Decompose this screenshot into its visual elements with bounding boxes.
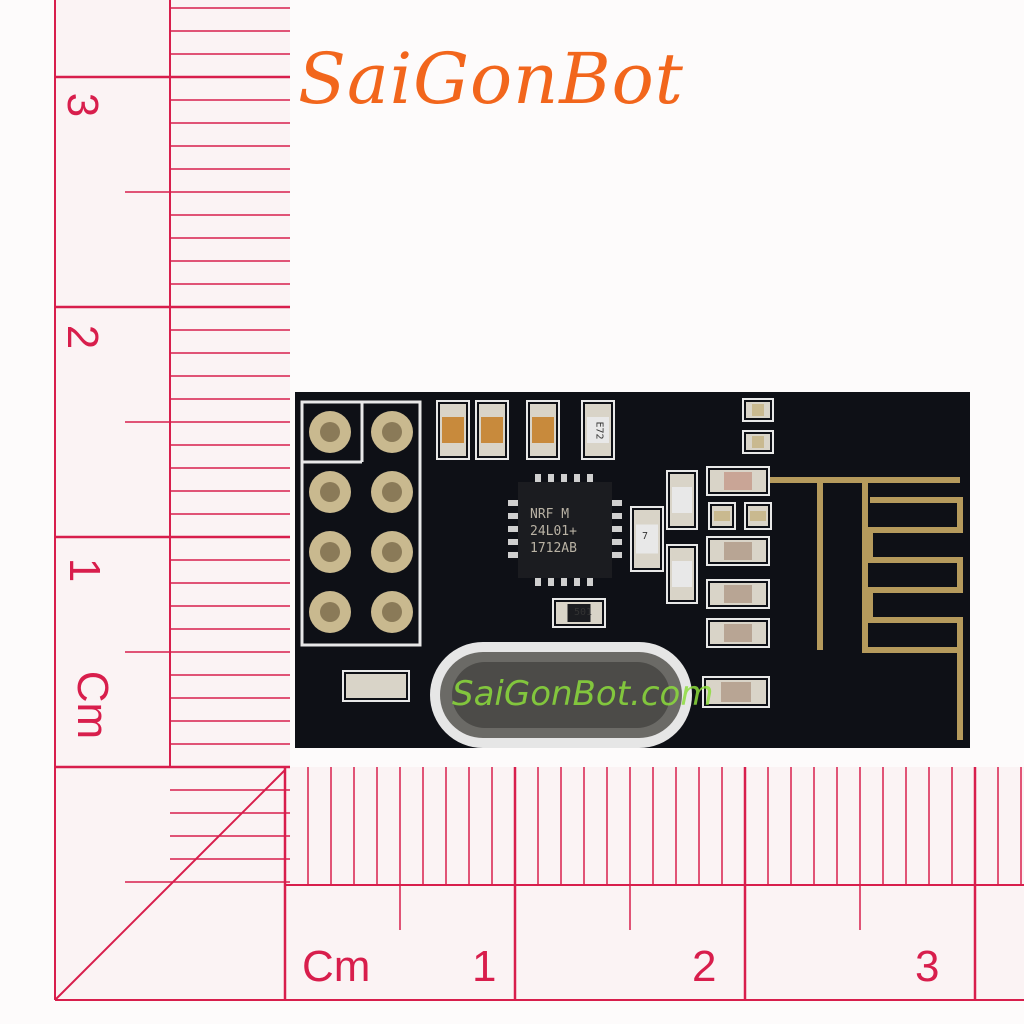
rf-chip xyxy=(518,482,612,578)
component-body xyxy=(532,417,554,443)
component-outline xyxy=(742,430,774,454)
component-body xyxy=(567,604,591,622)
component-body xyxy=(442,417,464,443)
chip-pin xyxy=(508,526,520,532)
component-body xyxy=(587,417,609,443)
component-outline xyxy=(630,506,664,572)
header-pin-hole xyxy=(382,542,402,562)
header-pin-hole xyxy=(382,482,402,502)
component-outline xyxy=(526,400,560,460)
ruler-h-label-1: 1 xyxy=(472,942,497,991)
chip-pin xyxy=(535,474,541,484)
ruler-h-label-cm: Cm xyxy=(302,942,371,991)
chip-pin xyxy=(548,576,554,586)
ruler-h-label-3: 3 xyxy=(915,942,940,991)
chip-pin xyxy=(574,474,580,484)
component-body xyxy=(672,561,692,587)
header-pin-hole xyxy=(382,422,402,442)
cap2-code: E72 xyxy=(593,421,605,440)
ruler-v-label-2: 2 xyxy=(58,324,108,350)
chip-pin xyxy=(508,539,520,545)
component-outline xyxy=(436,400,470,460)
component-outline xyxy=(744,502,772,530)
component-body xyxy=(724,624,752,642)
header-pin-hole xyxy=(320,542,340,562)
chip-line-3: 1712AB xyxy=(530,541,577,556)
ruler-diagonal xyxy=(54,769,286,1001)
chip-pin xyxy=(548,474,554,484)
crystal-top xyxy=(452,662,670,728)
header-pin-hole xyxy=(320,602,340,622)
component-outline xyxy=(581,400,615,460)
pcb-antenna xyxy=(770,477,963,740)
component-outline xyxy=(552,598,606,628)
component-body xyxy=(636,524,658,554)
component-outline xyxy=(702,676,770,708)
component-body xyxy=(361,676,391,696)
component-outline xyxy=(342,670,410,702)
chip-pin xyxy=(587,576,593,586)
header-pin-hole xyxy=(320,482,340,502)
header-pin-hole xyxy=(320,422,340,442)
ruler-horizontal xyxy=(55,767,1024,1000)
component-body xyxy=(750,511,766,521)
component-outline xyxy=(706,536,770,566)
brand-logo: SaiGonBot xyxy=(298,38,684,120)
chip-pin xyxy=(610,539,622,545)
component-body xyxy=(724,542,752,560)
component-body xyxy=(721,682,751,702)
component-outline xyxy=(742,398,774,422)
component-body xyxy=(672,487,692,513)
component-body xyxy=(752,436,764,448)
chip-pin xyxy=(508,513,520,519)
chip-pin xyxy=(610,552,622,558)
chip-pin xyxy=(610,500,622,506)
chip-pin xyxy=(508,500,520,506)
chip-line-1: NRF M xyxy=(530,507,570,522)
chip-line-2: 24L01+ xyxy=(530,524,577,539)
component-body xyxy=(724,585,752,603)
component-outline xyxy=(706,466,770,496)
ruler-v-label-1: 1 xyxy=(60,557,110,583)
component-outline xyxy=(666,544,698,604)
component-outline xyxy=(475,400,509,460)
header-pin-hole xyxy=(382,602,402,622)
component-body xyxy=(752,404,764,416)
resistor-code: 501 xyxy=(574,607,593,618)
chip-pin xyxy=(535,576,541,586)
component-body xyxy=(481,417,503,443)
chip-pin xyxy=(508,552,520,558)
chip-pin xyxy=(610,513,622,519)
component-outline xyxy=(706,618,770,648)
chip-pin xyxy=(561,576,567,586)
component-outline xyxy=(708,502,736,530)
chip-marking: NRF M 24L01+ 1712AB xyxy=(530,506,577,557)
ruler-v-label-3: 3 xyxy=(58,92,108,118)
cap-code: 7 xyxy=(642,531,649,542)
chip-pin xyxy=(610,526,622,532)
component-body xyxy=(714,511,730,521)
watermark: SaiGonBot.com xyxy=(452,674,714,714)
chip-pin xyxy=(561,474,567,484)
component-body xyxy=(724,472,752,490)
chip-pin xyxy=(574,576,580,586)
component-outline xyxy=(666,470,698,530)
chip-pin xyxy=(587,474,593,484)
ruler-h-label-2: 2 xyxy=(692,942,717,991)
component-outline xyxy=(706,579,770,609)
ruler-v-label-cm: Cm xyxy=(68,670,118,740)
